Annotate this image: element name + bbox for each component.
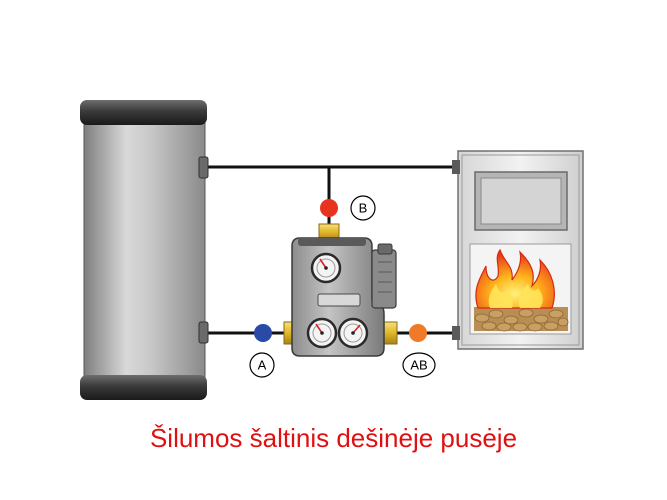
boiler-port-bottom — [452, 326, 460, 340]
connection-point-ab: AB — [402, 324, 436, 378]
thermometer-gauge-top — [310, 252, 342, 284]
pump-motor — [371, 243, 397, 309]
heat-source-boiler — [452, 150, 584, 350]
port-dot-ab — [409, 324, 427, 342]
diagram-caption: Šilumos šaltinis dešinėje pusėje — [149, 423, 518, 453]
thermometer-gauge-right — [337, 317, 369, 349]
port-label-b: B — [359, 201, 368, 216]
connection-point-a: A — [249, 324, 275, 378]
thermometer-gauge-left — [306, 317, 338, 349]
port-label-ring-ab — [402, 352, 436, 378]
port-label-ring-a — [249, 352, 275, 378]
pellets — [474, 307, 569, 332]
storage-tank — [80, 100, 209, 400]
loading-unit-valve-pump — [283, 223, 398, 357]
tank-top-cap — [80, 100, 207, 125]
pipes — [205, 165, 460, 335]
fire-icon — [475, 248, 555, 309]
brass-fitting-right — [382, 321, 398, 345]
port-label-ab: AB — [410, 358, 427, 373]
boiler-window — [480, 177, 562, 225]
port-label-ring-b — [350, 195, 376, 221]
tank-body — [83, 117, 206, 381]
tank-bottom-cap — [80, 375, 207, 400]
boiler-bevel — [461, 154, 580, 346]
tank-port-top — [198, 156, 209, 179]
port-dot-b — [320, 199, 338, 217]
port-label-a: A — [258, 358, 267, 373]
unit-top-ridge — [298, 238, 366, 246]
tank-port-bottom — [198, 321, 209, 344]
port-dot-a — [254, 324, 272, 342]
unit-center-plate — [317, 293, 361, 307]
boiler-port-top — [452, 160, 460, 174]
connection-point-b: B — [320, 195, 376, 221]
